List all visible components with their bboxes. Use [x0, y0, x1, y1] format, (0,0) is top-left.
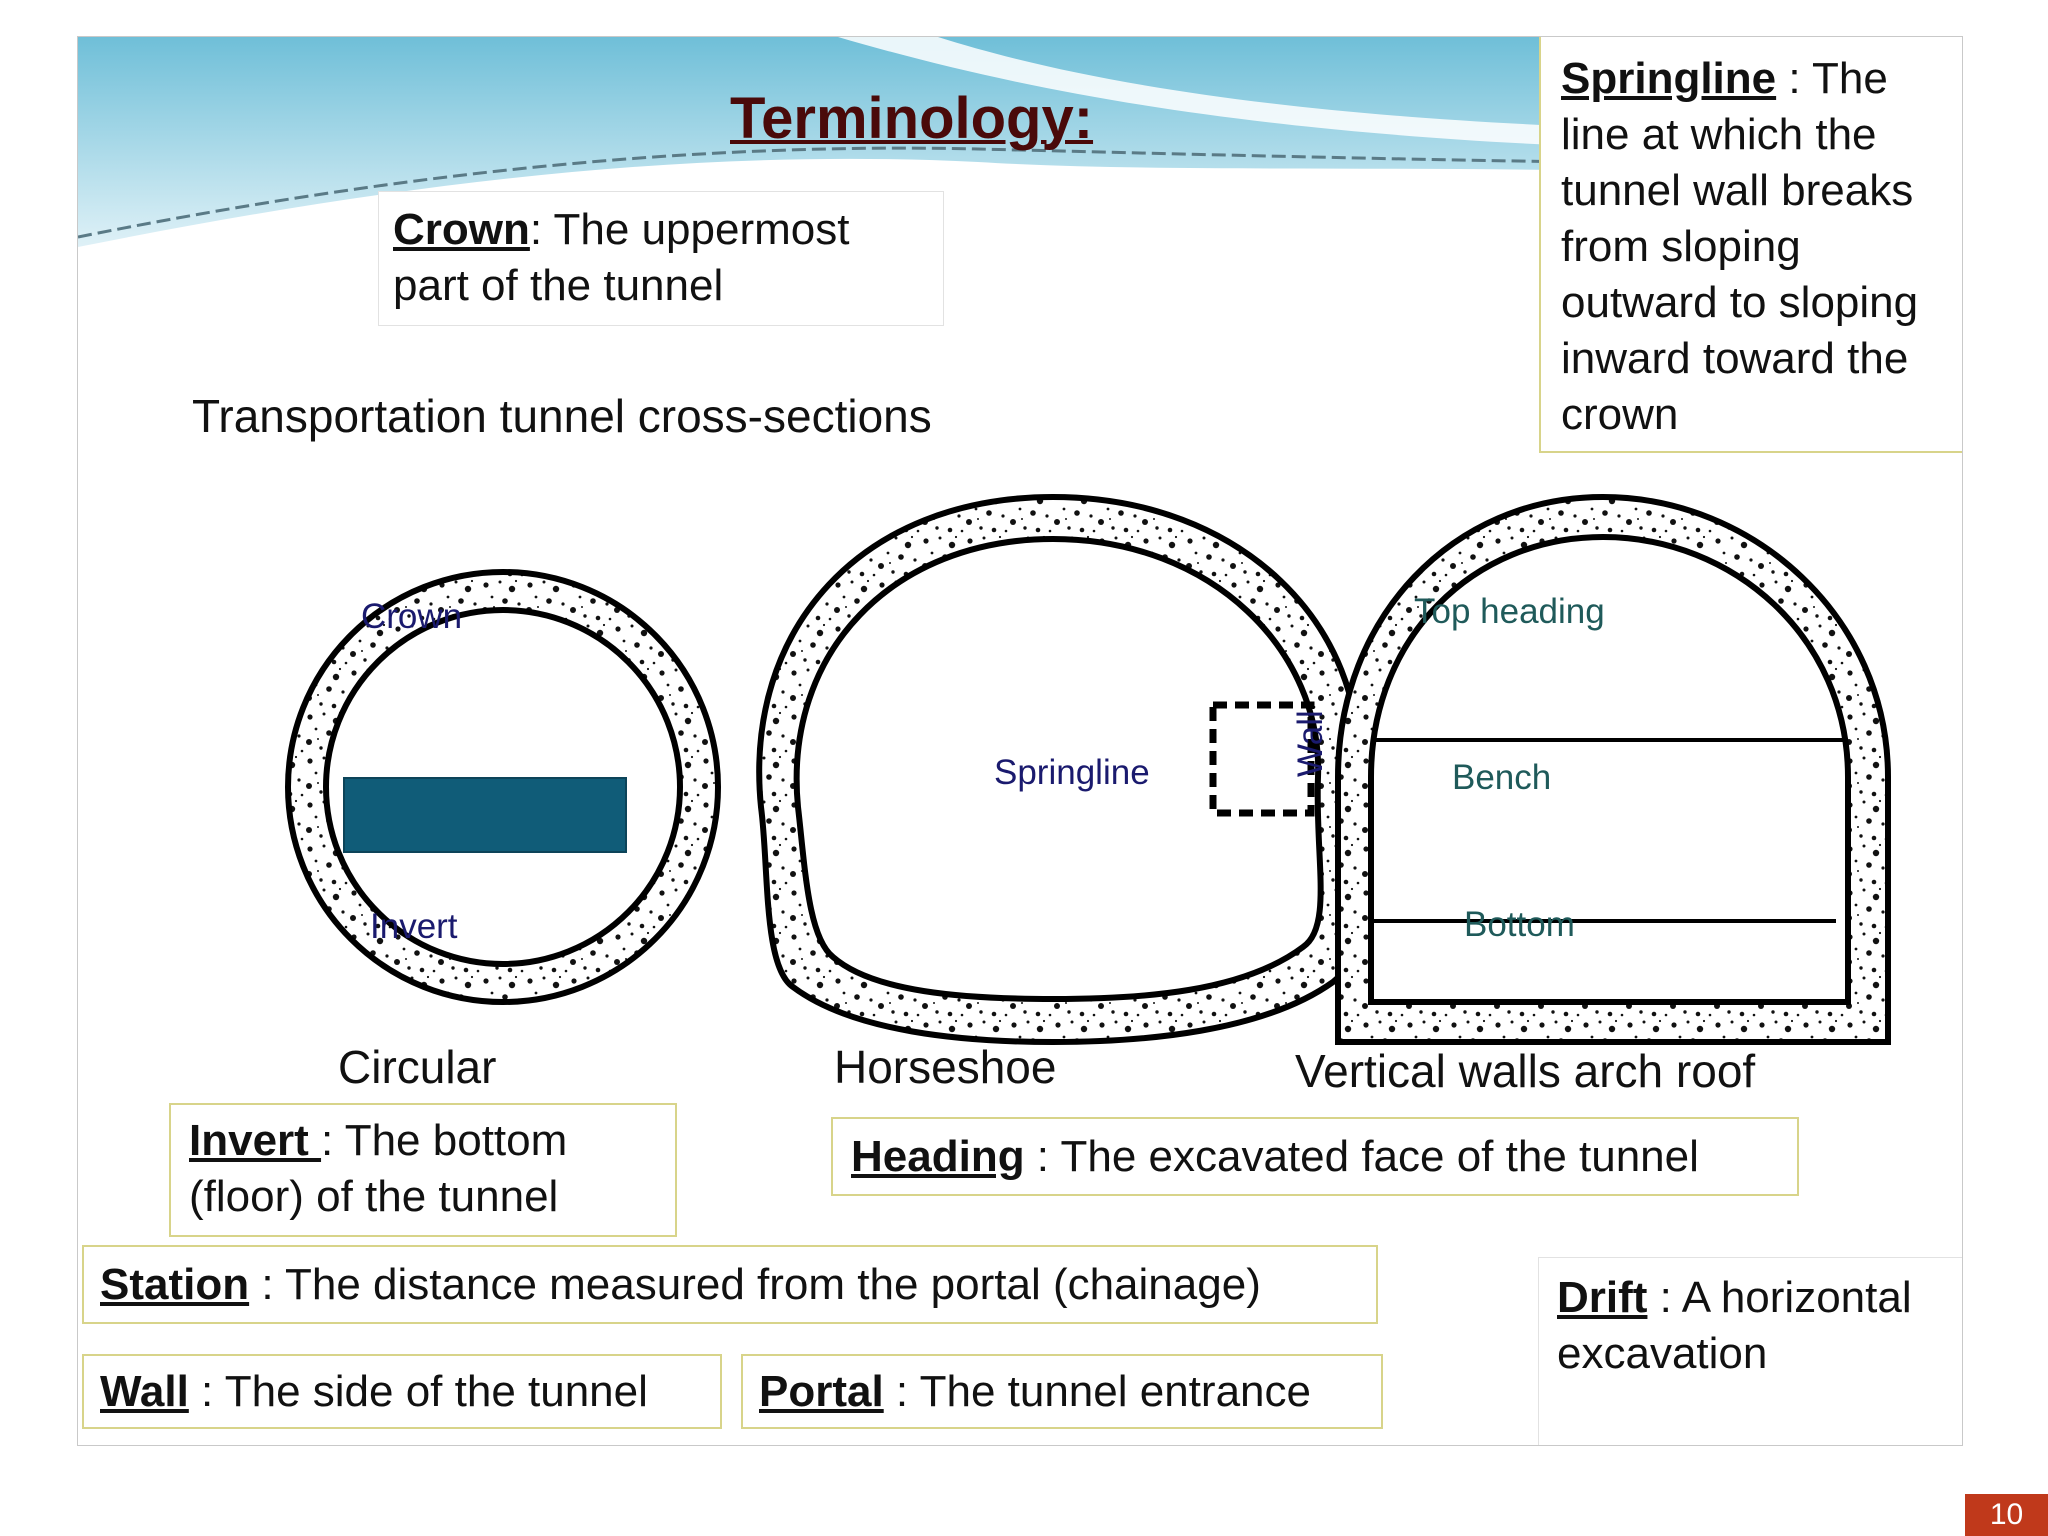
circular-tunnel: [285, 569, 721, 1005]
wall-definition: Wall : The side of the tunnel: [82, 1354, 722, 1429]
station-definition: Station : The distance measured from the…: [82, 1245, 1378, 1324]
wall-diagram-label: Wall: [1291, 710, 1330, 777]
crown-sep: :: [529, 205, 554, 254]
crown-text: The uppermost part of the tunnel: [393, 205, 850, 310]
springline-sep: :: [1776, 54, 1813, 103]
springline-diagram-label: Springline: [994, 753, 1150, 792]
page-title: Terminology:: [730, 86, 1094, 151]
invert-sep: :: [321, 1116, 345, 1165]
portal-text: The tunnel entrance: [919, 1367, 1311, 1416]
circular-invert-label: Invert: [370, 907, 458, 946]
portal-sep: :: [883, 1367, 920, 1416]
cross-sections-subtitle: Transportation tunnel cross-sections: [192, 390, 932, 442]
heading-sep: :: [1024, 1132, 1061, 1181]
tunnel-cross-section-diagram: [285, 493, 1891, 1046]
springline-marker-box: [1209, 701, 1315, 817]
station-term: Station: [100, 1260, 250, 1309]
crown-term: Crown: [393, 205, 530, 254]
springline-definition: Springline : The line at which the tunne…: [1539, 37, 1962, 453]
station-text: The distance measured from the portal (c…: [285, 1260, 1261, 1309]
portal-term: Portal: [759, 1367, 884, 1416]
circular-crown-label: Crown: [361, 597, 463, 636]
heading-definition: Heading : The excavated face of the tunn…: [831, 1117, 1799, 1196]
wall-term: Wall: [100, 1367, 189, 1416]
crown-definition: Crown: The uppermost part of the tunnel: [378, 191, 944, 326]
bottom-label: Bottom: [1464, 905, 1575, 944]
portal-definition: Portal : The tunnel entrance: [741, 1354, 1383, 1429]
invert-definition: Invert : The bottom (floor) of the tunne…: [169, 1103, 677, 1237]
heading-text: The excavated face of the tunnel: [1060, 1132, 1699, 1181]
horseshoe-caption: Horseshoe: [834, 1041, 1057, 1093]
top-heading-label: Top heading: [1414, 592, 1605, 631]
drift-definition: Drift : A horizontal excavation: [1538, 1257, 1962, 1445]
vertical-walls-caption: Vertical walls arch roof: [1295, 1045, 1756, 1097]
drift-text: A horizontal excavation: [1557, 1273, 1912, 1378]
vertical-walls-tunnel: [1335, 493, 1891, 1045]
heading-term: Heading: [851, 1132, 1025, 1181]
page-number-badge: 10: [1965, 1494, 2048, 1536]
drift-term: Drift: [1557, 1273, 1648, 1322]
springline-text: The line at which the tunnel wall breaks…: [1561, 54, 1919, 439]
slide: Terminology: Crown: The uppermost part o…: [77, 36, 1963, 1446]
circular-filled-rect: [343, 777, 627, 853]
station-sep: :: [249, 1260, 285, 1309]
wall-sep: :: [188, 1367, 225, 1416]
invert-term: Invert: [189, 1116, 322, 1165]
invert-text: The bottom (floor) of the tunnel: [189, 1116, 568, 1221]
springline-term: Springline: [1561, 54, 1777, 103]
bench-label: Bench: [1452, 758, 1552, 797]
circular-caption: Circular: [338, 1041, 497, 1093]
drift-sep: :: [1647, 1273, 1682, 1322]
wall-text: The side of the tunnel: [224, 1367, 648, 1416]
